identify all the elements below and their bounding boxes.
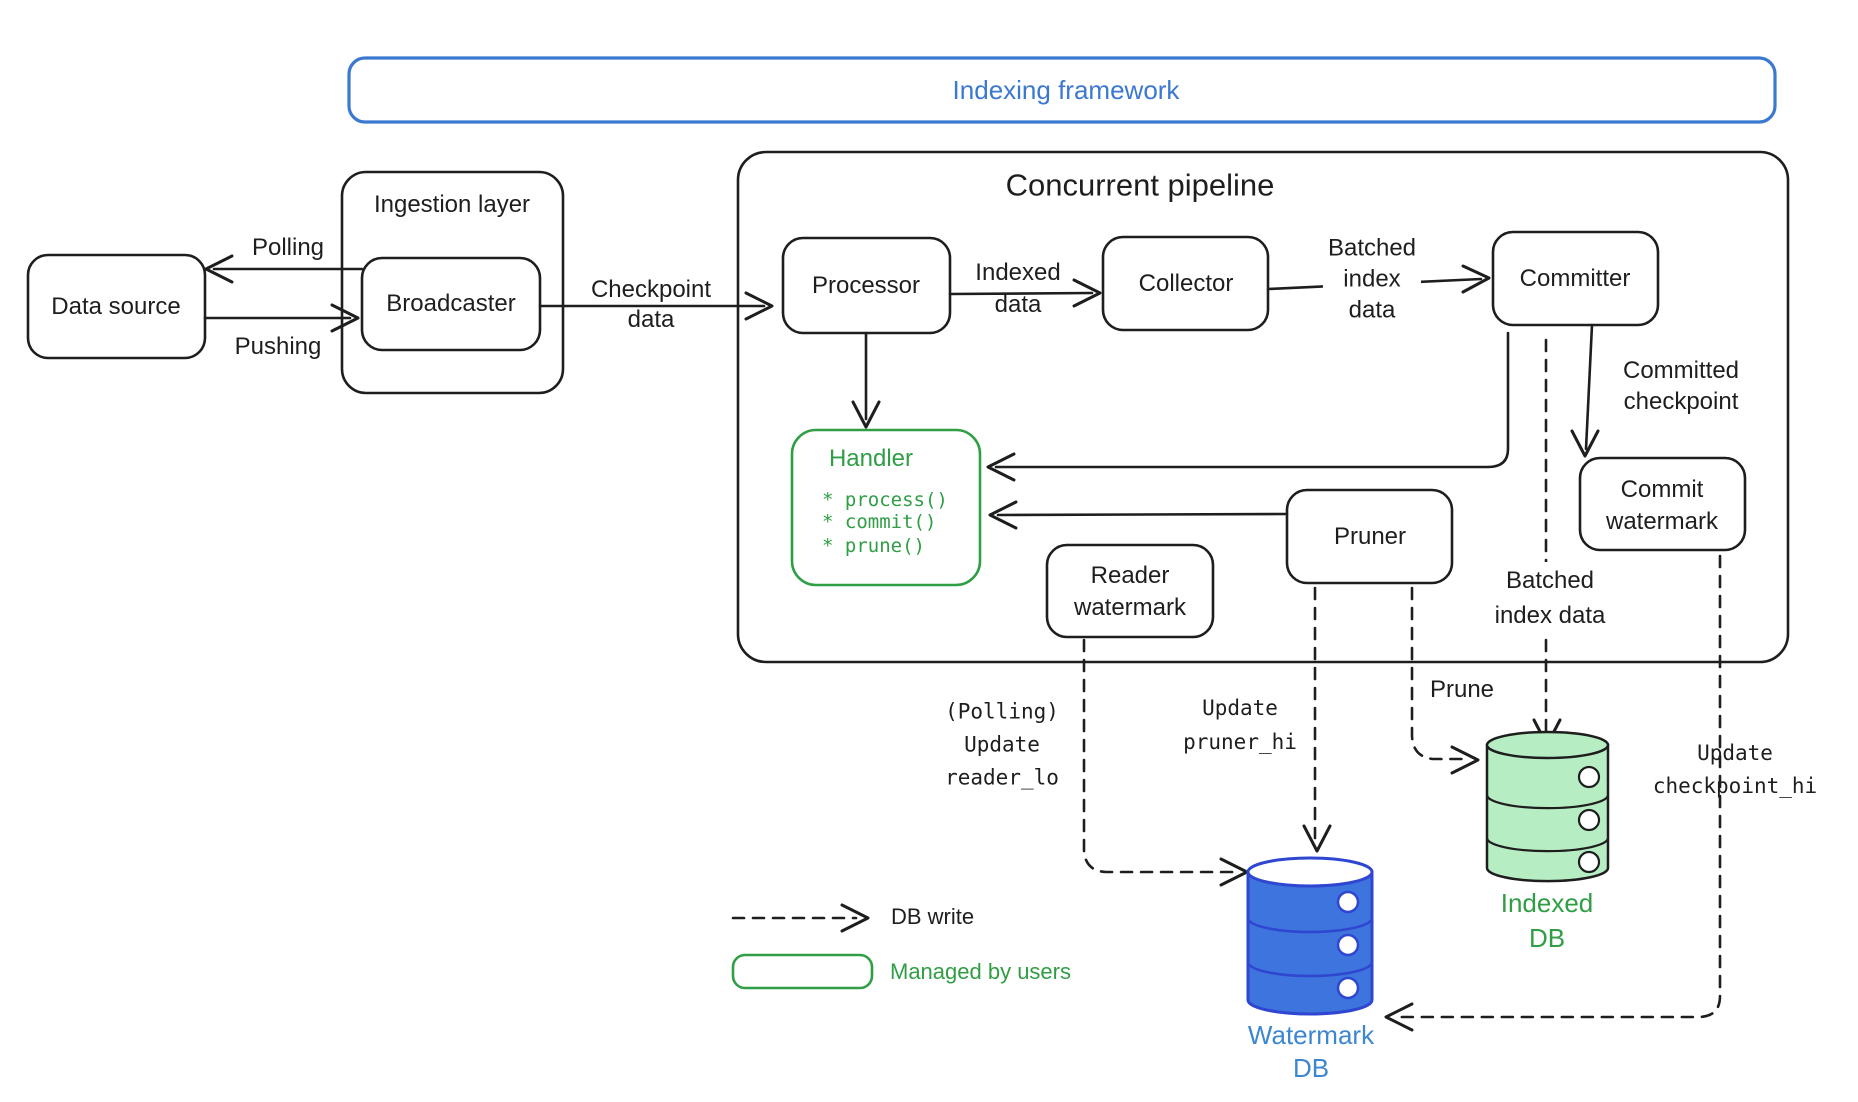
polling-label: Polling (251, 234, 325, 261)
reader-watermark-box (1045, 543, 1215, 639)
watermark-db-separator (1246, 917, 1374, 934)
dashed-arrow-update-pruner-hi-head (1302, 824, 1332, 853)
watermark-db-dot (1336, 933, 1360, 957)
handler-method-commit: * commit() (822, 511, 937, 533)
commit-watermark-box (1578, 456, 1747, 552)
data-source-box (26, 253, 207, 360)
reader-watermark-label: Reader watermark (1073, 562, 1187, 621)
pipeline-title: Concurrent pipeline (1005, 167, 1275, 203)
checkpoint-data-label: Checkpoint data (590, 276, 712, 333)
watermark-db-dot (1336, 890, 1360, 914)
dashed-arrow-prune-head (1450, 745, 1480, 775)
watermark-db-label: Watermark DB (1247, 1020, 1375, 1083)
arrow-committer-to-handler (994, 331, 1510, 469)
prune-label: Prune (1429, 676, 1495, 703)
watermark-db-top (1246, 856, 1374, 888)
handler-box (790, 428, 982, 587)
dashed-arrow-update-reader-lo (1082, 638, 1236, 874)
dashed-arrow-update-checkpoint-hi (1398, 554, 1722, 1019)
legend-dashed-arrow-head (840, 903, 870, 933)
pushing-label: Pushing (234, 333, 322, 360)
indexed-db-separator (1485, 837, 1610, 853)
handler-title: Handler (828, 445, 914, 472)
pruner-box (1285, 488, 1454, 585)
arrow-committed-checkpoint (1584, 323, 1594, 451)
handler-method-process: * process() (822, 489, 948, 511)
committer-box (1491, 230, 1660, 327)
arrow-pushing-head (330, 303, 360, 333)
indexed-db-dot (1577, 808, 1601, 832)
broadcaster-box (360, 256, 542, 352)
arrow-committer-to-handler-head (986, 452, 1016, 482)
commit-watermark-label: Commit watermark (1605, 476, 1719, 535)
processor-label: Processor (811, 272, 921, 299)
indexed-db-cylinder (1485, 743, 1610, 883)
indexed-db-top (1485, 730, 1610, 760)
indexed-db-separator (1485, 794, 1610, 810)
indexed-db-dot (1577, 850, 1601, 874)
indexing-framework-box (347, 56, 1777, 124)
broadcaster-label: Broadcaster (386, 290, 516, 317)
update-pruner-hi-label: Update pruner_hi (1183, 696, 1297, 754)
arrow-checkpoint-data-head (744, 291, 774, 321)
arrow-committed-checkpoint-head (1570, 429, 1600, 458)
dashed-arrow-update-checkpoint-hi-head (1384, 1002, 1414, 1032)
batched-index-data-dashed-label: Batched index data (1489, 562, 1611, 634)
arrow-pruner-to-handler (996, 512, 1289, 517)
legend-green-box (731, 953, 874, 990)
handler-method-prune: * prune() (822, 535, 925, 557)
arrow-batched-index-data-head (1461, 264, 1491, 294)
collector-box (1101, 235, 1270, 332)
legend-db-write-label: DB write (891, 904, 975, 929)
arrow-processor-to-handler-head (851, 400, 881, 429)
framework-title: Indexing framework (952, 74, 1180, 105)
watermark-db-dot (1336, 976, 1360, 1000)
committed-checkpoint-label: Committed checkpoint (1622, 357, 1740, 415)
collector-label: Collector (1138, 270, 1234, 297)
arrow-indexed-data-head (1072, 278, 1102, 308)
legend-managed-by-users-label: Managed by users (890, 959, 1071, 984)
ingestion-layer-label: Ingestion layer (373, 191, 531, 218)
watermark-db-separator (1246, 961, 1374, 978)
update-checkpoint-hi-label: Update checkpoint_hi (1652, 741, 1818, 798)
arrow-pruner-to-handler-head (988, 500, 1018, 530)
batched-index-data-label: Batched index data (1322, 231, 1422, 327)
arrow-polling-head (204, 254, 234, 284)
indexed-db-label: Indexed DB (1500, 888, 1594, 953)
arrow-indexed-data (948, 291, 1094, 296)
pruner-label: Pruner (1333, 523, 1407, 550)
committer-label: Committer (1519, 265, 1631, 292)
update-reader-lo-label: (Polling) Update reader_lo (945, 699, 1059, 790)
indexed-db-dot (1577, 765, 1601, 789)
indexed-data-label: Indexed data (975, 259, 1061, 318)
dashed-arrow-prune (1410, 586, 1466, 761)
data-source-label: Data source (51, 293, 181, 320)
